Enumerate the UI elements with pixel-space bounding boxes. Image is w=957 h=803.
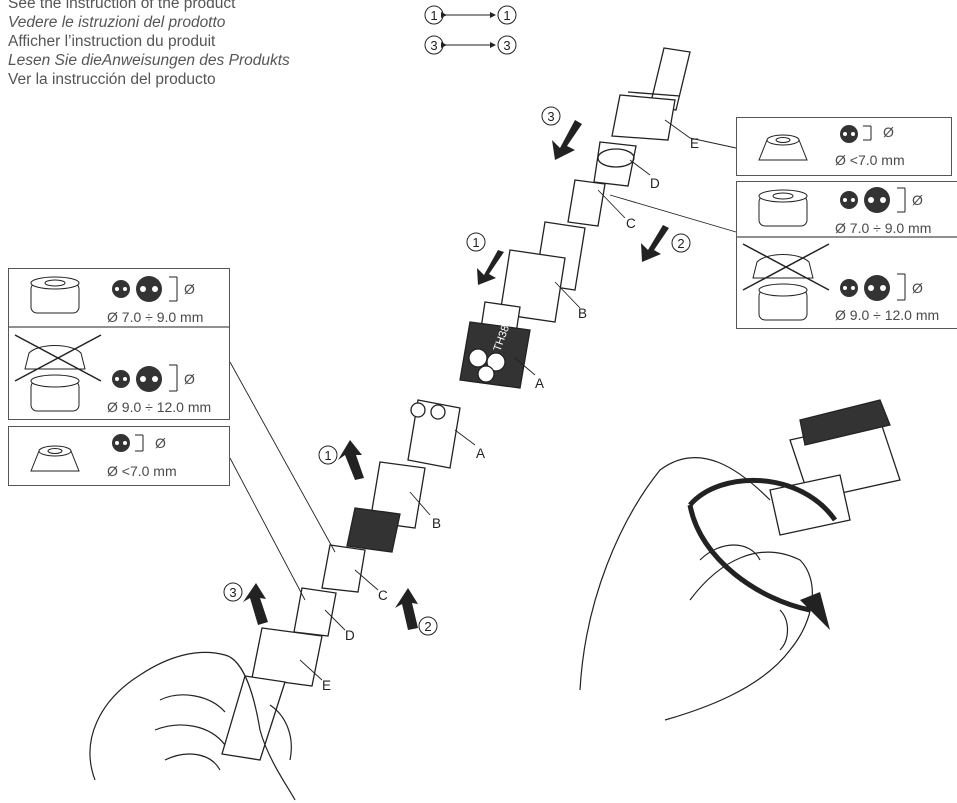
step-circles [223,106,691,636]
part-label-d-lower: D [345,628,355,643]
part-label-b-lower: B [432,516,441,531]
part-label-b-upper: B [578,306,587,321]
seal-box-small-left: Ø Ø <7.0 mm [8,426,230,486]
part-label-e-upper: E [690,136,699,151]
connector-right-assembled [769,399,901,536]
instruction-text-block: See the instruction of the product Veder… [8,0,290,89]
instruction-fr: Afficher l’instruction du produit [8,33,216,50]
seal-small-range-left: Ø <7.0 mm [107,463,177,479]
step-num-2-upper: 2 [677,236,684,251]
seal-box-left: Ø Ø 7.0 ÷ 9.0 mm Ø Ø 9.0 ÷ 12.0 mm [8,268,230,420]
step-num-1-upper: 1 [472,235,479,250]
seal-small-range: Ø <7.0 mm [835,152,905,168]
diameter-symbol: Ø [184,281,195,297]
step-num-2-lower: 2 [424,619,431,634]
instruction-es: Ver la instrucción del producto [8,71,216,88]
legend-num-3-left: 3 [430,38,437,53]
diameter-symbol: Ø [912,192,923,208]
diameter-symbol: Ø [883,124,894,140]
step-num-3-lower: 3 [229,585,236,600]
upper-connector-assembly [459,47,691,389]
part-label-c-upper: C [626,216,636,231]
lower-connector-assembly [221,399,461,761]
seal-medium-range: Ø 7.0 ÷ 9.0 mm [835,220,932,236]
step-arrows [243,120,669,630]
rotation-arrow [687,477,838,630]
diameter-symbol: Ø [184,371,195,387]
instruction-de: Lesen Sie dieAnweisungen des Produkts [8,52,290,69]
part-label-a-upper: A [535,376,544,391]
seal-small-icon [758,125,872,161]
diameter-symbol: Ø [912,280,923,296]
part-label-d-upper: D [650,176,660,191]
instruction-it: Vedere le istruzioni del prodotto [8,14,226,31]
seal-large-range-left: Ø 9.0 ÷ 12.0 mm [107,399,212,415]
seal-medium-large-icons-left [9,276,229,412]
seal-small-icon-left [30,434,144,472]
instruction-en: See the instruction of the product [8,0,236,12]
seal-box-small-right: Ø Ø <7.0 mm [736,117,952,176]
part-label-c-lower: C [378,588,388,603]
part-label-e-lower: E [322,678,331,693]
seal-large-range: Ø 9.0 ÷ 12.0 mm [835,307,940,323]
hand-lower-left [89,651,296,801]
step-num-3-upper: 3 [547,109,554,124]
step-num-1-lower: 1 [324,448,331,463]
legend-num-3-right: 3 [503,38,510,53]
seal-box-right: Ø Ø 7.0 ÷ 9.0 mm Ø Ø 9.0 ÷ 12.0 mm [736,181,957,329]
seal-medium-range-left: Ø 7.0 ÷ 9.0 mm [107,309,204,325]
legend-num-1-right: 1 [503,8,510,23]
equivalence-legend [424,5,517,55]
legend-num-1-left: 1 [430,8,437,23]
diameter-symbol: Ø [155,435,166,451]
callout-lines [229,119,737,681]
part-label-a-lower: A [476,446,485,461]
seal-medium-large-icons [737,187,957,321]
